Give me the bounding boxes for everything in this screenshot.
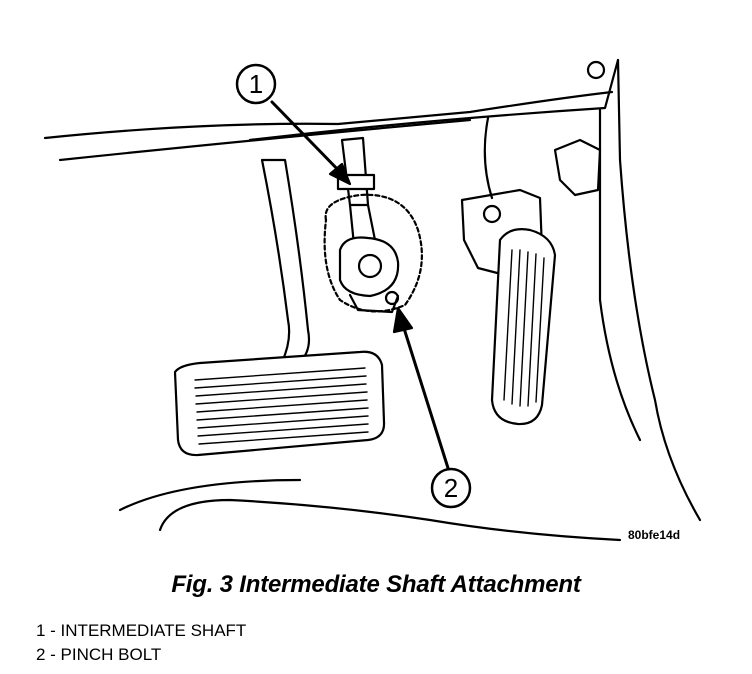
- floor-edge: [158, 498, 622, 542]
- legend-item-2: 2 - PINCH BOLT: [36, 645, 162, 664]
- mounting-bracket: [553, 138, 602, 197]
- figure-code: 80bfe14d: [628, 528, 681, 542]
- accelerator-pivot: [482, 204, 502, 224]
- floor-carpet-edge: [118, 478, 302, 512]
- callout-1-arrowhead: [328, 162, 352, 186]
- accelerator-ribs: [503, 249, 545, 407]
- kick-panel-inner: [598, 108, 642, 442]
- pedal-assembly-illustration: 1 2: [43, 58, 702, 542]
- brake-pedal-ribs: [194, 367, 369, 445]
- kick-panel-edge: [616, 58, 702, 522]
- dash-boot: [323, 193, 423, 313]
- brake-pedal-arm: [260, 158, 311, 364]
- dash-panel-upper-edge: [248, 58, 620, 142]
- callout-2-number: 2: [444, 473, 458, 503]
- legend-item-1: 1 - INTERMEDIATE SHAFT: [36, 621, 247, 640]
- legend: 1 - INTERMEDIATE SHAFT 2 - PINCH BOLT: [36, 619, 246, 667]
- callout-1-circle: [235, 63, 277, 105]
- figure-caption: Fig. 3 Intermediate Shaft Attachment: [171, 571, 581, 598]
- fastener-top-right: [586, 60, 606, 80]
- coupler-center: [357, 253, 383, 279]
- callout-2-arrowhead: [392, 306, 414, 334]
- coupler-yoke: [338, 236, 400, 298]
- callout-2-circle: [430, 467, 472, 509]
- callout-2-leader: [400, 320, 450, 470]
- callout-1-leader: [270, 100, 348, 180]
- dash-panel-lower-edge: [43, 90, 614, 140]
- dash-panel-line: [58, 118, 472, 162]
- steering-gear-shaft: [348, 293, 400, 314]
- callout-1-number: 1: [249, 69, 263, 99]
- accelerator-cable: [483, 116, 494, 200]
